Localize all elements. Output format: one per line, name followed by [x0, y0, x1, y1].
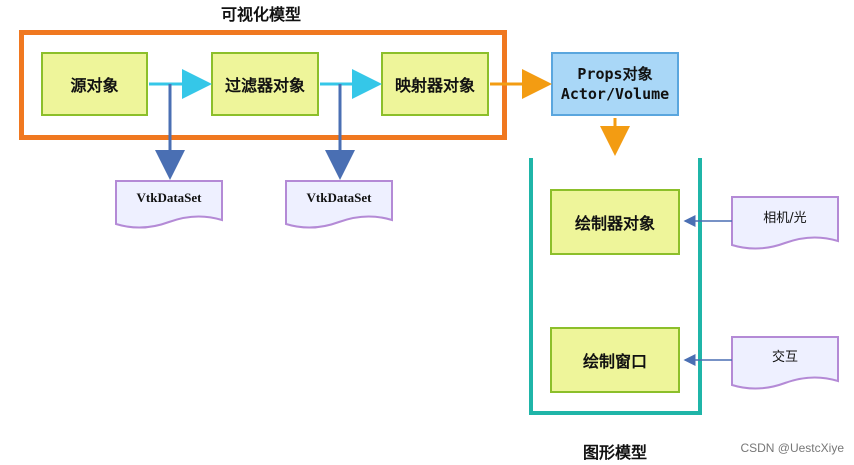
render-window-node-box [550, 327, 680, 393]
interaction-doc [731, 336, 839, 390]
dataset-label-1: VtkDataSet [136, 190, 202, 205]
renderer-object-node: 绘制器对象 [574, 214, 655, 233]
filter-object-node: 过滤器对象 [211, 52, 319, 116]
camera-light-label: 相机/光 [763, 211, 807, 226]
props-line-2: Actor/Volume [560, 85, 670, 103]
graphics-model-title: 图形模型 [583, 443, 648, 462]
watermark: CSDN @UestcXiye [740, 441, 844, 455]
props-object-node: Props对象 Actor/Volume [551, 52, 679, 116]
props-line-1: Props对象 [577, 65, 653, 83]
camera-light-doc [731, 196, 839, 250]
graphics-model-frame [529, 158, 702, 415]
source-object-node: 源对象 [41, 52, 148, 116]
dataset-doc-2 [285, 180, 393, 229]
visualization-model-title: 可视化模型 [221, 5, 302, 24]
mapper-object-node: 映射器对象 [381, 52, 489, 116]
render-window-node: 绘制窗口 [582, 352, 647, 371]
interaction-label: 交互 [771, 350, 798, 365]
renderer-node-box [550, 189, 680, 255]
dataset-label-2: VtkDataSet [306, 190, 372, 205]
dataset-doc-1 [115, 180, 223, 229]
